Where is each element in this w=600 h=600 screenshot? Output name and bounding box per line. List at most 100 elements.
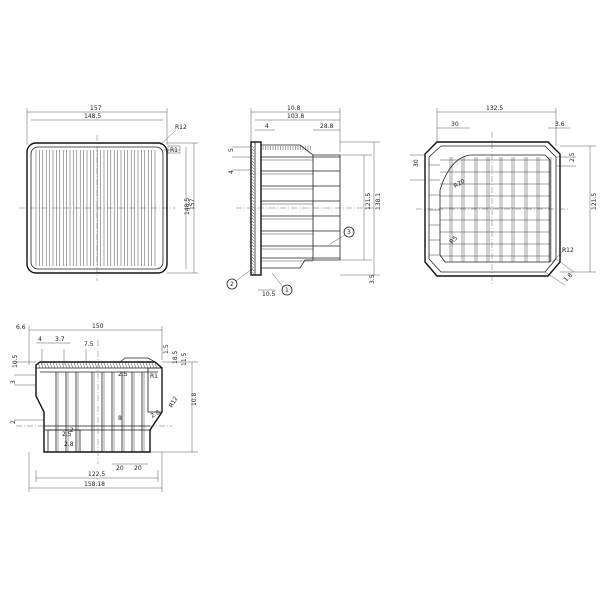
callout-1: 1	[285, 287, 289, 294]
band-hatch	[64, 362, 68, 369]
dim-bottom-right-b: 18.5	[172, 350, 179, 364]
band-hatch	[148, 362, 152, 369]
band-hatch	[61, 362, 65, 369]
wall-hatch-line	[251, 259, 255, 263]
band-hatch	[70, 362, 74, 369]
dim-top-left-radius-small: R1	[170, 147, 178, 154]
dim-bottom-right-height: 10.8	[191, 392, 198, 406]
band-hatch	[139, 362, 143, 369]
band-hatch	[103, 362, 107, 369]
view-front-grille: 157 148.5 R12 R1 148.5 157	[19, 105, 198, 281]
wall-hatch-line	[251, 190, 255, 194]
dim-back-right-side: 2.5	[569, 152, 576, 162]
wall-hatch-line	[251, 229, 255, 233]
dim-back-radius-inner: R20	[453, 178, 467, 190]
dim-bottom-low-a: 2.5	[62, 431, 72, 438]
wall-hatch-line	[251, 205, 255, 209]
dim-back-corner-small: 1.8	[562, 272, 574, 284]
wall-hatch-line	[251, 223, 255, 227]
wall-hatch-line	[251, 178, 255, 182]
dim-top-left-height-inner: 148.5	[184, 198, 191, 215]
wall-hatch-line	[251, 181, 255, 185]
wall-hatch-line	[251, 214, 255, 218]
dim-side-inner: 103.8	[287, 113, 304, 120]
dim-bottom-width-b: 158.18	[84, 481, 105, 488]
wall-hatch-line	[251, 175, 255, 179]
wall-hatch-line	[251, 250, 255, 254]
band-hatch	[46, 362, 50, 369]
band-hatch	[100, 362, 104, 369]
dim-bottom-right-a: 1.5	[163, 344, 170, 354]
wall-hatch-line	[251, 172, 255, 176]
dim-side-small-b: 4	[228, 170, 235, 174]
wall-hatch-line	[251, 244, 255, 248]
band-hatch	[142, 362, 146, 369]
dim-bottom-low-small: 2	[70, 427, 74, 434]
dim-bottom-r-a: R12	[168, 395, 180, 409]
band-hatch	[91, 362, 95, 369]
dim-bottom-side-a: 10.5	[12, 354, 19, 368]
band-hatch	[109, 362, 113, 369]
callout-2: 2	[230, 281, 234, 288]
band-hatch	[73, 362, 77, 369]
band-hatch	[106, 362, 110, 369]
view-back-grid: 132.5 30 3.6 30 2.5 R20 R5 121.5 R12 1.8	[410, 105, 598, 286]
band-hatch	[52, 362, 56, 369]
wall-hatch-line	[251, 163, 255, 167]
dim-top-left-overall: 157	[90, 105, 102, 112]
band-hatch	[67, 362, 71, 369]
wall-hatch-line	[251, 211, 255, 215]
wall-hatch-line	[251, 187, 255, 191]
band-hatch	[112, 362, 116, 369]
band-hatch	[94, 362, 98, 369]
band-hatch	[127, 362, 131, 369]
wall-hatch-line	[251, 247, 255, 251]
band-hatch	[79, 362, 83, 369]
dim-back-radius-diag: R5	[448, 235, 459, 246]
dim-bottom-bottom-b: 20	[134, 465, 142, 472]
dim-side-bottom-gap: 10.5	[262, 291, 276, 298]
wall-hatch-line	[251, 157, 255, 161]
wall-hatch-line	[251, 253, 255, 257]
dim-bottom-overall-top: 150	[92, 323, 104, 330]
dim-top-left-inner: 148.5	[84, 113, 101, 120]
dim-side-wall: 4	[265, 123, 269, 130]
dim-back-left-small: 30	[413, 159, 420, 167]
dim-side-height-a: 121.5	[365, 193, 372, 210]
wall-hatch-line	[251, 145, 255, 149]
dim-side-overall: 10.8	[287, 105, 301, 112]
band-hatch	[85, 362, 89, 369]
band-hatch	[118, 362, 122, 369]
wall-hatch-line	[251, 262, 255, 266]
band-hatch	[154, 362, 158, 369]
band-hatch	[40, 362, 44, 369]
wall-hatch-line	[251, 184, 255, 188]
dim-bottom-width-a: 122.5	[88, 471, 105, 478]
dim-bottom-right-c: 11.5	[181, 352, 188, 366]
dim-bottom-mid-a: 2.5	[118, 371, 128, 378]
band-hatch	[43, 362, 47, 369]
wall-hatch-line	[251, 265, 255, 269]
dim-side-height-b: 138.1	[375, 193, 382, 210]
dim-back-overall: 132.5	[486, 105, 503, 112]
band-hatch	[121, 362, 125, 369]
band-hatch	[115, 362, 119, 369]
dim-bottom-right-d: 2.8	[150, 409, 162, 420]
wall-hatch-line	[251, 160, 255, 164]
wall-hatch-line	[251, 220, 255, 224]
wall-hatch-line	[251, 232, 255, 236]
dim-bottom-a: 4	[38, 336, 42, 343]
dim-top-left-radius: R12	[175, 124, 187, 131]
wall-hatch-line	[251, 226, 255, 230]
wall-hatch-line	[251, 208, 255, 212]
dim-bottom-c: 7.5	[84, 341, 94, 348]
band-hatch	[151, 362, 155, 369]
dim-bottom-mid-b: 8	[118, 415, 122, 422]
wall-hatch-line	[251, 241, 255, 245]
wall-hatch-line	[251, 202, 255, 206]
wall-hatch-line	[251, 193, 255, 197]
dim-back-right-small: 3.6	[555, 121, 565, 128]
wall-hatch-line	[251, 256, 255, 260]
wall-hatch-line	[251, 166, 255, 170]
dim-back-height: 121.5	[591, 193, 598, 210]
